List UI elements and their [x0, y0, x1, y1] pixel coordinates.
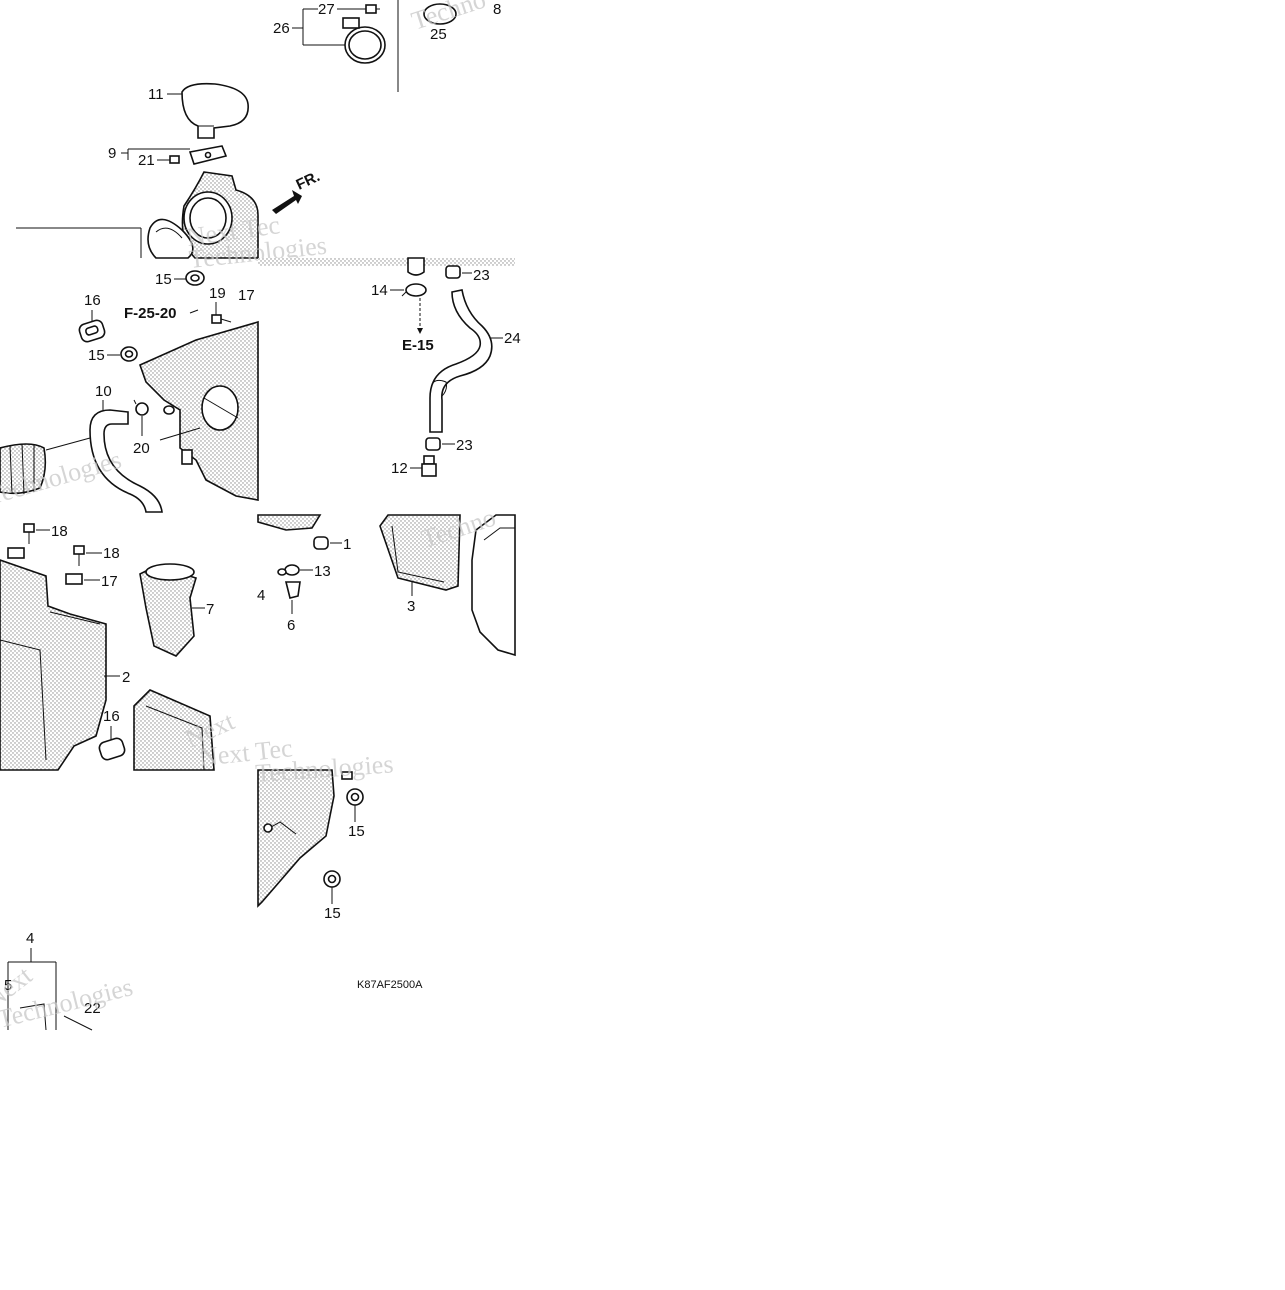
callout-12: 12 [391, 460, 408, 477]
callout-20: 20 [133, 440, 150, 457]
bolt-icon [365, 4, 380, 14]
clip-icon [277, 564, 300, 576]
tube-icon [407, 257, 425, 276]
duct-boot-icon [0, 443, 47, 495]
drain-plug-icon [421, 455, 437, 477]
breather-tube-icon [429, 289, 493, 433]
hose-clamp-icon [342, 17, 386, 64]
callout-1: 1 [343, 536, 351, 553]
screw-icon [341, 771, 353, 780]
air-box-housing-icon [138, 320, 259, 501]
svg-text:FR.: FR. [294, 168, 323, 194]
callout-19: 19 [209, 285, 226, 302]
bolt-icon [211, 314, 232, 324]
callout-25: 25 [430, 26, 447, 43]
ref-engine: E-15 [402, 337, 434, 354]
callout-10: 10 [95, 383, 112, 400]
screw-icon [169, 155, 180, 164]
callout-26: 26 [273, 20, 290, 37]
callout-24: 24 [504, 330, 521, 347]
watermark-1: Techno [408, 0, 489, 36]
callout-11: 11 [148, 86, 164, 103]
callout-16: 16 [103, 708, 120, 725]
callout-8: 8 [493, 1, 501, 18]
clamp-icon [425, 437, 441, 451]
callout-6: 6 [287, 617, 295, 634]
callout-15: 15 [155, 271, 172, 288]
callout-18: 18 [51, 523, 68, 540]
grommet-icon [120, 346, 138, 362]
tile-element-set: 4 5 22 Next Technologies [0, 930, 136, 1034]
callout-18: 18 [103, 545, 120, 562]
diagram-code: K87AF2500A [357, 979, 423, 991]
breather-hose-icon [89, 409, 163, 513]
callout-2: 2 [122, 669, 130, 686]
tile-element: 1 13 4 6 3 Techno [257, 503, 516, 657]
callout-15: 15 [348, 823, 365, 840]
grommet-icon [185, 270, 205, 286]
clip-icon [401, 283, 427, 297]
air-box-lower-icon [0, 559, 107, 771]
callout-17: 17 [238, 287, 255, 304]
bolt-icon [23, 523, 35, 544]
hose-clamp-icon [147, 218, 194, 259]
front-arrow-icon: FR. [272, 168, 323, 214]
grommet-icon [323, 870, 341, 888]
callout-15: 15 [324, 905, 341, 922]
gasket-partial-icon [19, 1003, 93, 1031]
drain-tube-icon [284, 581, 301, 599]
clamp-icon [445, 265, 461, 279]
ref-frame: F-25-20 [124, 305, 177, 322]
intake-cover-icon [181, 82, 249, 139]
callout-23: 23 [473, 267, 490, 284]
grommet-icon [78, 319, 106, 343]
grommet-icon [346, 788, 364, 806]
element-frame-icon [133, 689, 215, 771]
gasket-icon [471, 514, 516, 657]
callout-7: 7 [206, 601, 214, 618]
callout-22: 22 [84, 1000, 101, 1017]
tile-breather: 14 E-15 23 24 23 12 [258, 257, 521, 477]
clip-nut-icon [65, 573, 83, 585]
air-box-cover-icon [257, 769, 335, 908]
bracket-icon [188, 145, 228, 165]
callout-15: 15 [88, 347, 105, 364]
callout-21: 21 [138, 152, 155, 169]
callout-9: 9 [108, 145, 116, 162]
cap-icon [313, 536, 329, 550]
callout-27: 27 [318, 1, 335, 18]
air-filter-icon [379, 514, 461, 591]
tile-air-box-lower: 18 18 17 7 2 16 [0, 523, 294, 772]
grommet-icon [98, 737, 126, 761]
tile-cover: 15 15 Technologies [254, 749, 394, 922]
callout-4: 4 [26, 930, 34, 947]
tile-intake-duct: 27 26 25 8 Techno 11 9 [16, 0, 501, 274]
callout-23: 23 [456, 437, 473, 454]
clip-nut-icon [7, 547, 25, 559]
callout-3: 3 [407, 598, 415, 615]
bolt-icon [73, 545, 85, 566]
callout-4: 4 [257, 587, 265, 604]
clamp-partial-icon [423, 3, 457, 25]
air-funnel-icon [139, 563, 197, 657]
callout-13: 13 [314, 563, 331, 580]
callout-5: 5 [4, 977, 12, 994]
bracket-partial-icon [257, 514, 322, 531]
callout-16: 16 [84, 292, 101, 309]
tile-air-box-upper: 15 16 F-25-20 19 17 15 [0, 270, 259, 513]
callout-17: 17 [101, 573, 118, 590]
clip-icon [133, 399, 149, 416]
callout-14: 14 [371, 282, 388, 299]
